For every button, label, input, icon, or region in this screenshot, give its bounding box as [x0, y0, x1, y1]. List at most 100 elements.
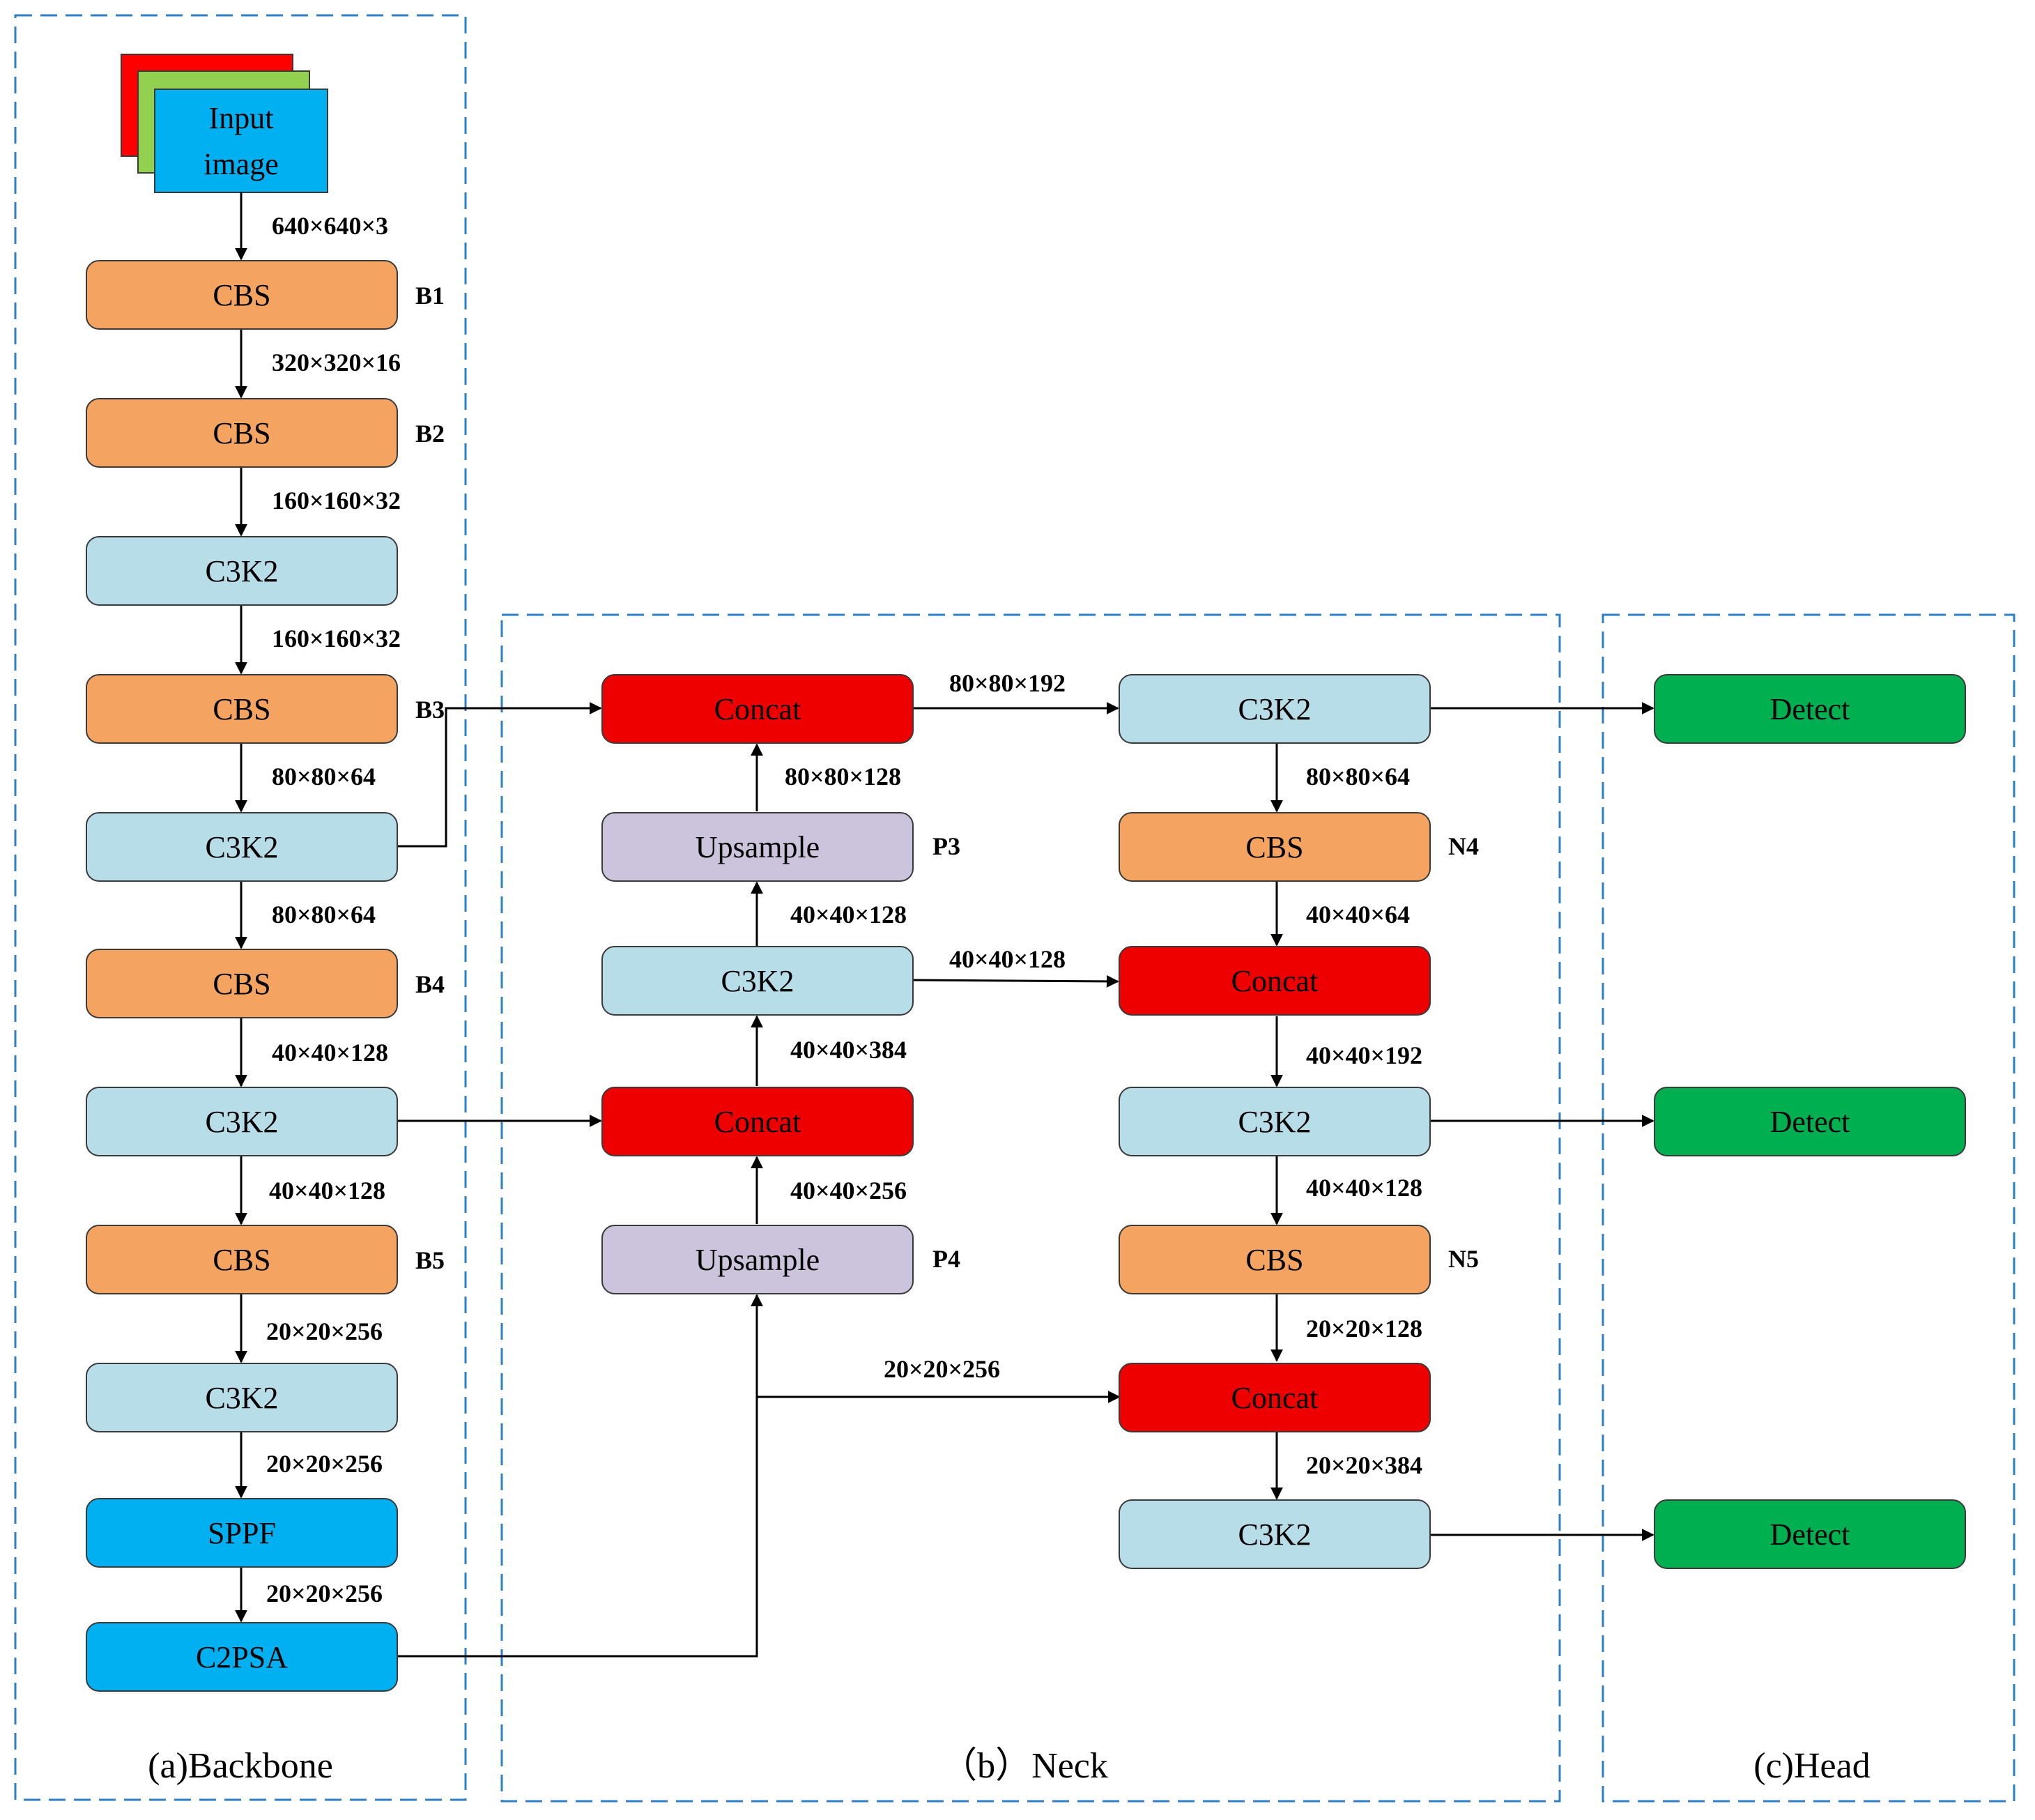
dim-nc3k2-1-right: 40×40×128	[949, 945, 1066, 973]
edge-b-c3k2-2-to-concat1	[397, 702, 602, 848]
tag-n4: N4	[1448, 832, 1479, 860]
dim-up1: 80×80×128	[785, 763, 901, 790]
edge-c2psa-to-upsample2	[397, 1294, 763, 1658]
node-label: C3K2	[205, 1381, 278, 1415]
backbone-c3k2-2: C3K2	[86, 812, 398, 882]
tag-b3: B3	[415, 696, 445, 724]
node-label: C2PSA	[196, 1640, 288, 1674]
node-label: C3K2	[721, 964, 794, 998]
dim-b3: 80×80×64	[272, 763, 376, 790]
dim-b2: 160×160×32	[272, 487, 401, 514]
tag-b1: B1	[415, 282, 445, 309]
neck-c3k2-3: C3K2	[1119, 1087, 1431, 1156]
node-label: C3K2	[1238, 1517, 1311, 1552]
neck-cbs-2: CBS	[1119, 1225, 1431, 1294]
dim-concat1-right: 80×80×192	[949, 669, 1066, 697]
node-label: C3K2	[205, 554, 278, 588]
backbone-c3k2-1: C3K2	[86, 536, 398, 606]
node-label: SPPF	[208, 1516, 276, 1550]
dimension-labels: 640×640×3 320×320×16 160×160×32 160×160×…	[266, 212, 1422, 1607]
input-label-line1: Input	[209, 101, 274, 135]
backbone-c3k2-4: C3K2	[86, 1363, 398, 1432]
dim-nconcat3: 40×40×192	[1306, 1041, 1422, 1069]
dim-c2psa-right: 20×20×256	[884, 1355, 1000, 1383]
dim-c3k2-1: 160×160×32	[272, 625, 401, 652]
tag-b2: B2	[415, 420, 445, 448]
dim-ncbs2: 20×20×128	[1306, 1315, 1422, 1343]
head-label: (c)Head	[1753, 1746, 1870, 1786]
dim-nconcat4: 20×20×384	[1306, 1451, 1422, 1479]
dim-sppf: 20×20×256	[266, 1580, 383, 1607]
dim-input: 640×640×3	[272, 212, 388, 240]
node-label: C3K2	[205, 1105, 278, 1139]
node-label: C3K2	[1238, 1105, 1311, 1139]
input-image: Input image	[121, 54, 328, 193]
head-detect-3: Detect	[1654, 1499, 1966, 1569]
dim-c3k2-4: 20×20×256	[266, 1450, 383, 1478]
backbone-cbs-1: CBS	[86, 260, 398, 330]
tag-p3: P3	[932, 832, 960, 860]
neck-concat-1: Concat	[601, 674, 914, 744]
backbone-cbs-5: CBS	[86, 1225, 398, 1294]
node-label: CBS	[1245, 1243, 1303, 1277]
backbone-section	[14, 14, 467, 1801]
backbone-sppf: SPPF	[86, 1498, 398, 1568]
neck-concat-2: Concat	[601, 1087, 914, 1156]
tag-n5: N5	[1448, 1245, 1479, 1273]
node-label: CBS	[213, 967, 270, 1001]
dim-nc3k2-2: 80×80×64	[1306, 763, 1410, 790]
node-label: Concat	[714, 692, 801, 726]
node-label: Detect	[1770, 1105, 1850, 1139]
neck-concat-4: Concat	[1119, 1363, 1431, 1432]
neck-label: （b）Neck	[941, 1746, 1108, 1786]
backbone-c2psa: C2PSA	[86, 1622, 398, 1692]
neck-upsample-2: Upsample	[601, 1225, 914, 1294]
input-label-line2: image	[204, 147, 279, 181]
tag-b5: B5	[415, 1246, 445, 1274]
neck-cbs-1: CBS	[1119, 812, 1431, 882]
node-label: Concat	[1231, 964, 1319, 998]
backbone-label: (a)Backbone	[148, 1746, 333, 1786]
tags: B1 B2 B3 B4 B5 P3 P4 N4 N5	[415, 282, 1479, 1274]
dim-up2: 40×40×256	[790, 1177, 907, 1205]
dim-ncbs1: 40×40×64	[1306, 901, 1410, 928]
node-label: C3K2	[1238, 692, 1311, 726]
node-label: Upsample	[696, 1243, 820, 1277]
node-label: CBS	[1245, 830, 1303, 864]
dim-nc3k2-1: 40×40×128	[790, 901, 907, 928]
edge-nc3k2-1-concat3	[912, 974, 1119, 988]
node-label: Upsample	[696, 830, 820, 864]
dim-c3k2-3: 40×40×128	[269, 1177, 385, 1205]
node-label: Detect	[1770, 692, 1850, 726]
node-label: Concat	[1231, 1381, 1319, 1415]
neck-section	[500, 613, 1561, 1803]
node-label: C3K2	[205, 830, 278, 864]
dim-b5: 20×20×256	[266, 1317, 383, 1345]
node-label: CBS	[213, 1243, 270, 1277]
dim-b4: 40×40×128	[272, 1039, 388, 1066]
node-label: Concat	[714, 1105, 801, 1139]
head-section	[1602, 613, 2015, 1803]
head-detect-1: Detect	[1654, 674, 1966, 744]
tag-p4: P4	[932, 1245, 960, 1273]
neck-c3k2-4: C3K2	[1119, 1499, 1431, 1569]
neck-concat-3: Concat	[1119, 946, 1431, 1016]
node-label: CBS	[213, 416, 270, 450]
head-detect-2: Detect	[1654, 1087, 1966, 1156]
neck-upsample-1: Upsample	[601, 812, 914, 882]
dim-concat2: 40×40×384	[790, 1036, 907, 1064]
dim-nc3k2-3: 40×40×128	[1306, 1174, 1422, 1202]
node-label: CBS	[213, 278, 270, 312]
node-label: CBS	[213, 692, 270, 726]
neck-c3k2-1: C3K2	[601, 946, 914, 1016]
edges	[235, 192, 1654, 1658]
backbone-cbs-4: CBS	[86, 949, 398, 1018]
dim-b1: 320×320×16	[272, 349, 401, 376]
backbone-cbs-2: CBS	[86, 398, 398, 468]
node-label: Detect	[1770, 1517, 1850, 1552]
nodes: CBS CBS C3K2 CBS C3K2 CBS C3K2 CBS	[86, 260, 1966, 1692]
dim-c3k2-2: 80×80×64	[272, 901, 376, 928]
backbone-c3k2-3: C3K2	[86, 1087, 398, 1156]
tag-b4: B4	[415, 970, 445, 998]
